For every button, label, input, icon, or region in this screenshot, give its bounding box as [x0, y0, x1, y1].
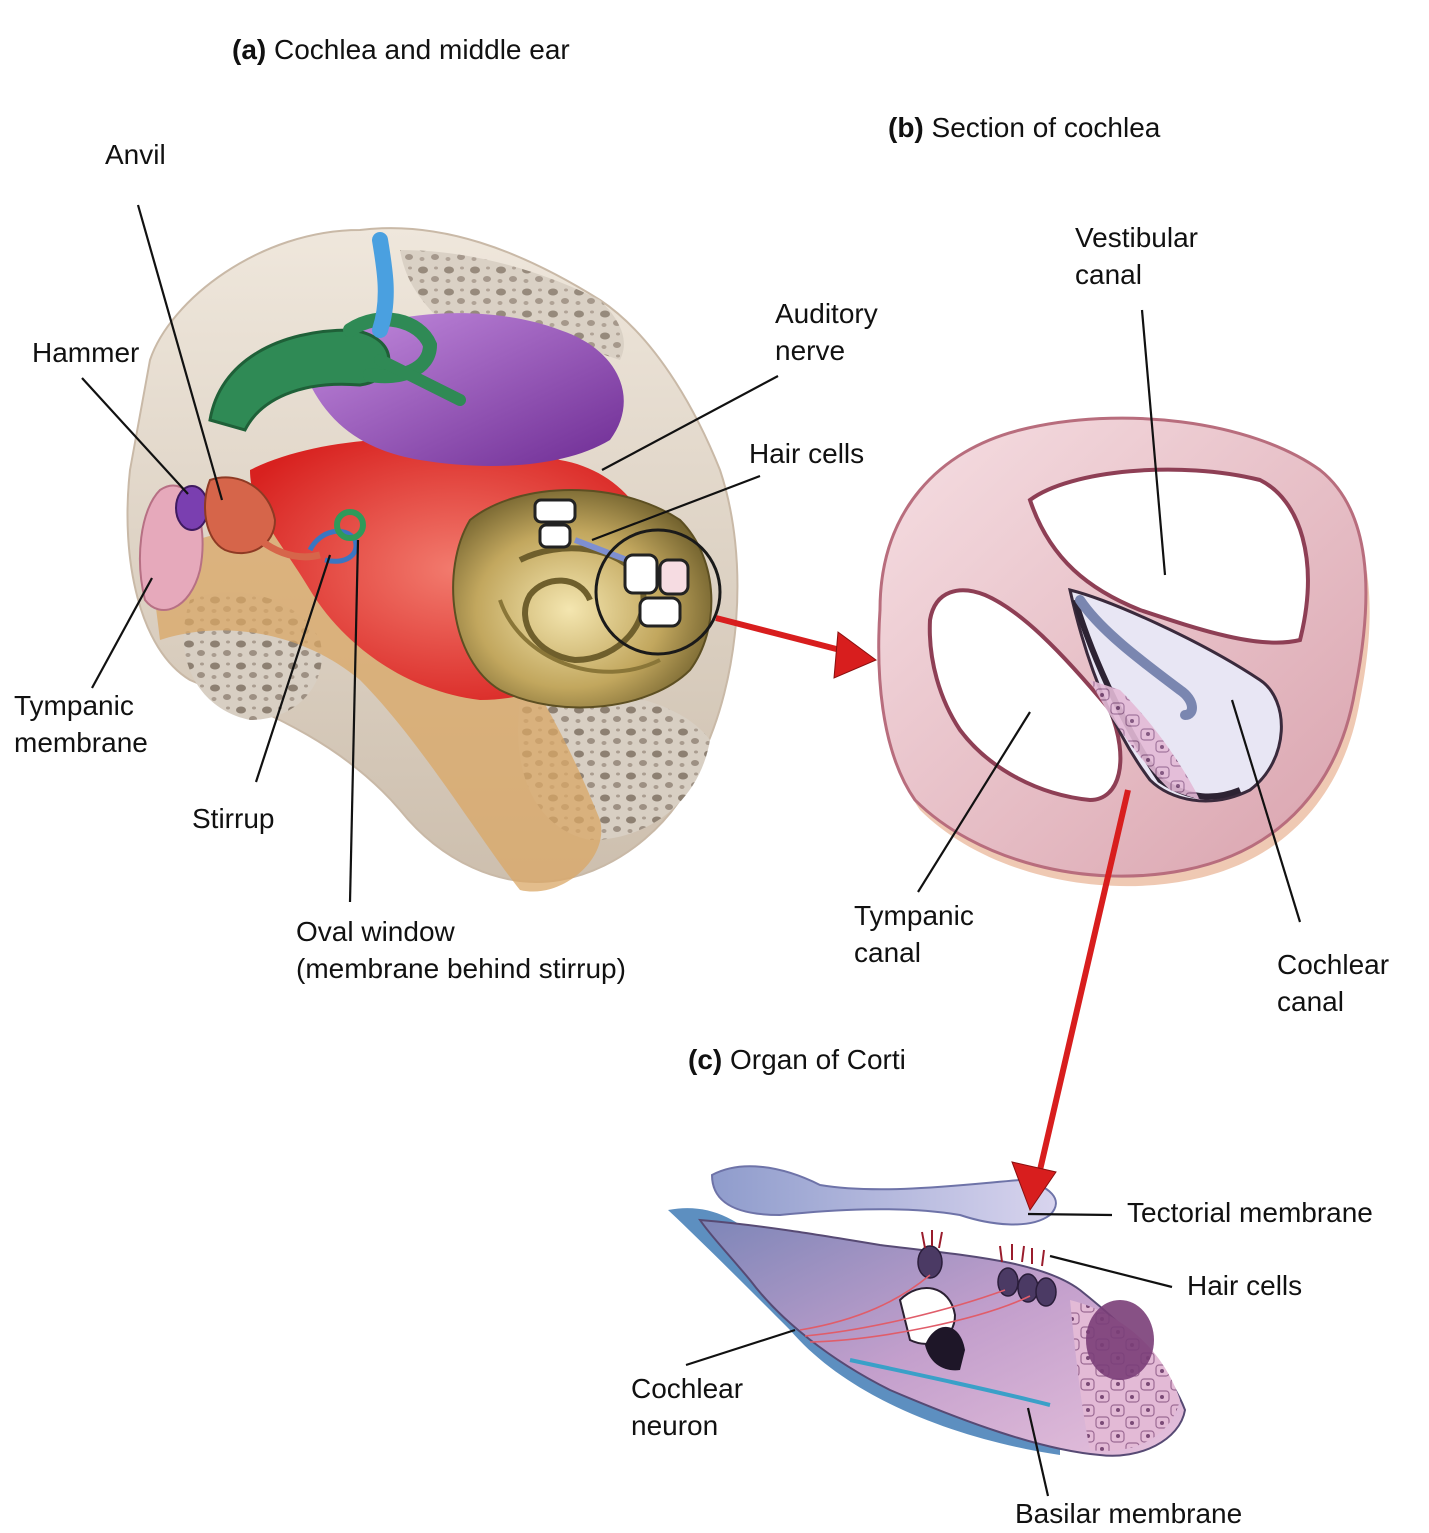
leader-tympanic-membrane — [91, 577, 153, 689]
arrow-a-to-b-head — [833, 631, 877, 679]
panel-c-letter: (c) — [688, 1044, 723, 1075]
panel-a-leader-lines — [81, 204, 779, 903]
panel-a-title-text: Cochlea and middle ear — [274, 34, 570, 65]
leader-basilar-membrane — [1026, 1407, 1050, 1497]
panel-b-illustration — [877, 416, 1370, 887]
label-tectorial-membrane: Tectorial membrane — [1127, 1197, 1373, 1228]
hair-cell-stereocilia — [921, 1230, 1045, 1267]
panel-c-leader-lines — [685, 1212, 1173, 1497]
leader-cochlear-canal — [1230, 699, 1302, 923]
panel-b-leader-lines — [917, 309, 1302, 923]
leader-auditory-nerve — [601, 375, 779, 471]
label-vestibular-canal: Vestibular canal — [1075, 222, 1198, 290]
panel-a-illustration — [126, 227, 739, 892]
label-tympanic-membrane: Tympanic membrane — [14, 690, 148, 758]
panel-b-title-text: Section of cochlea — [931, 112, 1161, 143]
arrow-b-to-c-head — [1011, 1161, 1057, 1212]
leader-anvil — [136, 204, 224, 501]
leader-hair-cells-a — [591, 474, 761, 542]
panel-a-letter: (a) — [232, 34, 267, 65]
leader-hair-cells-c — [1049, 1254, 1173, 1289]
label-anvil: Anvil — [105, 139, 166, 170]
label-cochlear-canal: Cochlear canal — [1277, 949, 1390, 1017]
leader-hammer — [81, 377, 189, 495]
panel-a-title: (a) Cochlea and middle ear — [232, 34, 570, 66]
arrow-a-to-b-shaft — [715, 615, 849, 655]
leader-tympanic-canal — [917, 711, 1031, 893]
leader-cochlear-neuron — [685, 1328, 796, 1367]
leader-vestibular-canal — [1140, 309, 1167, 576]
panel-c-title: (c) Organ of Corti — [688, 1044, 906, 1076]
panel-c-illustration — [668, 1165, 1187, 1457]
label-hair-cells-c: Hair cells — [1187, 1270, 1303, 1301]
label-stirrup: Stirrup — [192, 803, 275, 834]
panel-c-title-text: Organ of Corti — [730, 1044, 906, 1075]
leader-tectorial-membrane — [1027, 1212, 1113, 1217]
label-tympanic-canal: Tympanic canal — [854, 900, 974, 968]
panel-b-letter: (b) — [888, 112, 924, 143]
leader-oval-window — [348, 539, 360, 903]
label-auditory-nerve: Auditory nerve — [775, 298, 878, 366]
label-hammer: Hammer — [32, 337, 140, 368]
label-hair-cells-a: Hair cells — [749, 438, 865, 469]
leader-stirrup — [254, 554, 332, 783]
arrow-b-to-c-shaft — [1037, 789, 1131, 1171]
zoom-arrows — [715, 615, 1131, 1212]
label-cochlear-neuron: Cochlear neuron — [631, 1373, 744, 1441]
label-basilar-membrane: Basilar membrane — [1015, 1498, 1243, 1529]
panel-b-title: (b) Section of cochlea — [888, 112, 1160, 144]
label-oval-window: Oval window (membrane behind stirrup) — [296, 916, 626, 984]
nerve-fibers — [799, 1274, 1031, 1343]
